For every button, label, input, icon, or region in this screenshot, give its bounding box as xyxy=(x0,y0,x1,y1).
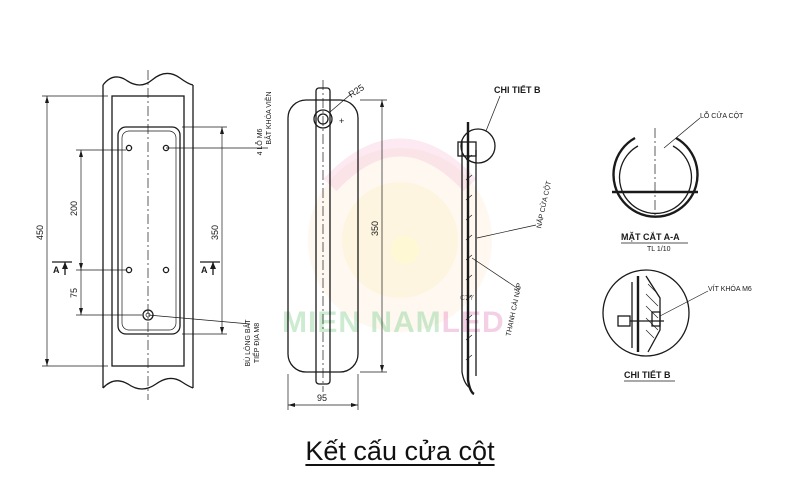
svg-text:A: A xyxy=(201,265,208,275)
dim-350-front: 350 xyxy=(210,225,220,240)
label-screw: VÍT KHÓA M6 xyxy=(708,284,752,293)
dim-350-door: 350 xyxy=(370,221,380,236)
dim-200: 200 xyxy=(69,201,79,216)
section-aa: LỖ CỬA CỘT MẶT CẮT A-A TL 1/10 xyxy=(612,111,744,253)
svg-text:A: A xyxy=(53,265,60,275)
section-mark-left: A xyxy=(52,261,72,275)
detail-b: VÍT KHÓA M6 CHI TIẾT B xyxy=(602,269,752,382)
dim-75: 75 xyxy=(69,288,79,298)
door-view: + R25 350 95 xyxy=(287,80,387,410)
watermark-logo xyxy=(308,138,492,332)
section-mark-right: A xyxy=(200,261,220,275)
section-aa-scale: TL 1/10 xyxy=(647,246,671,253)
hole-note-line2: BẮT KHÓA VIỀN xyxy=(263,91,273,144)
radius-label: R25 xyxy=(347,82,366,99)
dim-450: 450 xyxy=(35,225,45,240)
label-detail-b-side: CHI TIẾT B xyxy=(494,85,541,95)
bolt-note-line2: TIẾP ĐỊA M8 xyxy=(251,323,261,363)
section-aa-title: MẶT CẮT A-A xyxy=(621,232,680,242)
watermark-text: MIEN NAMLED xyxy=(282,306,505,339)
front-view: 450 200 75 350 A A xyxy=(35,70,273,400)
label-door-cover: NẮP CỬA CỘT xyxy=(534,179,553,229)
bolt-note-line1: BÙ LÔNG BẮT xyxy=(243,319,252,367)
svg-text:+: + xyxy=(339,116,344,126)
hole-note-line1: 4 LỖ M6 xyxy=(255,128,264,155)
drawing-caption: Kết cấu cửa cột xyxy=(305,436,495,466)
label-bar: THANH CÀI NẮP xyxy=(504,282,524,337)
dim-95: 95 xyxy=(317,393,327,403)
detail-b-title: CHI TIẾT B xyxy=(624,370,671,380)
label-slot: LỖ CỬA CỘT xyxy=(700,111,744,120)
